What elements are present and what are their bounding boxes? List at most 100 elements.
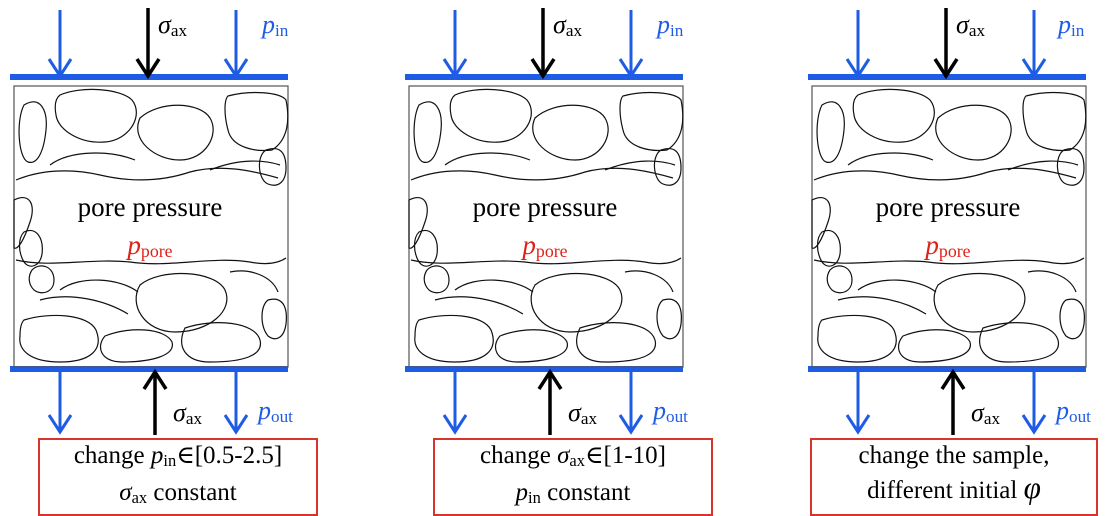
grain: [413, 229, 438, 267]
condition-line-2: σax constant: [119, 478, 237, 507]
sigma-ax-arrow-top-head: [135, 58, 161, 80]
grain: [423, 265, 450, 294]
grain: [811, 197, 831, 249]
p-in-arrow-right-head: [223, 58, 249, 79]
grain: [414, 314, 494, 363]
grain: [19, 314, 99, 363]
condition-box: change pin∈[0.5-2.5] σax constant: [38, 438, 318, 516]
sigma-ax-bottom-label: σax: [173, 398, 203, 429]
grain-group: [811, 88, 1087, 363]
p-in-arrow-right-head: [1021, 58, 1047, 79]
sigma-ax-arrow-bottom-head: [940, 368, 966, 390]
grain: [933, 272, 1026, 333]
grain: [258, 147, 287, 186]
grain: [224, 91, 289, 152]
grain-contact-line: [59, 279, 139, 293]
sample-diagram: [808, 8, 1087, 435]
p-in-label: pin: [1058, 10, 1085, 41]
grain-contact-line: [1027, 270, 1077, 293]
grain: [935, 104, 1012, 161]
pore-pressure-label: pore pressure: [77, 192, 223, 222]
grain: [18, 229, 43, 267]
panel-2: σax pin pore pressure ppore σax pout cha…: [405, 0, 713, 516]
p-out-arrow-right-head: [618, 414, 644, 435]
grain: [1059, 298, 1085, 340]
p-in-arrow-right-head: [618, 58, 644, 79]
p-pore-label: ppore: [127, 230, 173, 262]
grain-contact-line: [857, 279, 937, 293]
grain-contact-line: [15, 167, 279, 181]
condition-line-1: change pin∈[0.5-2.5]: [73, 442, 283, 470]
sample-diagram: [10, 8, 289, 435]
condition-line-1: change the sample,: [858, 442, 1050, 469]
sigma-ax-arrow-bottom-head: [537, 368, 563, 390]
condition-box: change the sample, different initial φ: [810, 438, 1098, 516]
panel-3: σax pin pore pressure ppore σax pout cha…: [808, 0, 1108, 516]
p-out-label: pout: [1056, 396, 1091, 427]
p-out-arrow-left-head: [845, 414, 871, 435]
pore-pressure-label: pore pressure: [472, 192, 618, 222]
grain-contact-line: [410, 257, 682, 265]
p-out-arrow-right-head: [1021, 414, 1047, 435]
grain: [18, 101, 47, 163]
p-out-arrow-left-head: [47, 414, 73, 435]
grain-contact-line: [444, 152, 531, 166]
condition-line-1: change σax∈[1-10]: [480, 442, 666, 470]
grain-contact-line: [624, 270, 674, 293]
grain-contact-line: [454, 279, 534, 293]
grain: [816, 101, 845, 163]
grain: [898, 329, 971, 363]
grain: [852, 88, 935, 143]
grain: [261, 298, 287, 340]
grain: [13, 197, 33, 249]
grain: [413, 101, 442, 163]
grain-contact-line: [847, 152, 934, 166]
condition-line-2: different initial φ: [867, 470, 1041, 505]
grain-contact-line: [15, 257, 287, 265]
grain: [135, 272, 228, 333]
grain-contact-line: [837, 296, 927, 315]
grain-contact-line: [434, 296, 524, 315]
p-in-arrow-left-head: [442, 58, 468, 79]
sigma-ax-bottom-label: σax: [971, 398, 1001, 429]
grain-contact-line: [813, 167, 1077, 181]
grain: [817, 314, 897, 363]
grain: [619, 91, 684, 152]
grain: [575, 322, 656, 363]
grain-contact-line: [410, 167, 674, 181]
grain: [978, 322, 1059, 363]
grain-contact-line: [229, 270, 279, 293]
sample-diagram: [405, 8, 684, 435]
grain: [1022, 91, 1087, 152]
sigma-ax-arrow-bottom-head: [142, 368, 168, 390]
grain-group: [408, 88, 684, 363]
p-out-label: pout: [653, 396, 688, 427]
grain: [28, 265, 55, 294]
p-in-arrow-left-head: [47, 58, 73, 79]
grain-contact-line: [1007, 160, 1079, 171]
grain: [495, 329, 568, 363]
grain-contact-line: [604, 160, 676, 171]
grain: [137, 104, 214, 161]
sigma-ax-bottom-label: σax: [568, 398, 598, 429]
grain: [532, 104, 609, 161]
grain: [408, 197, 428, 249]
p-in-label: pin: [657, 10, 684, 41]
p-in-arrow-left-head: [845, 58, 871, 79]
p-out-arrow-right-head: [223, 414, 249, 435]
grain: [1056, 147, 1085, 186]
grain: [54, 88, 137, 143]
grain: [530, 272, 623, 333]
grain-contact-line: [39, 296, 129, 315]
condition-line-2: pin constant: [515, 478, 631, 507]
panel-1: σax pin pore pressure ppore σax pout cha…: [10, 0, 318, 516]
sigma-ax-top-label: σax: [553, 10, 583, 41]
p-out-label: pout: [258, 396, 293, 427]
grain: [826, 265, 853, 294]
grain: [100, 329, 173, 363]
grain-contact-line: [209, 160, 281, 171]
grain: [816, 229, 841, 267]
p-pore-label: ppore: [522, 230, 568, 262]
grain-group: [13, 88, 289, 363]
grain-contact-line: [49, 152, 136, 166]
